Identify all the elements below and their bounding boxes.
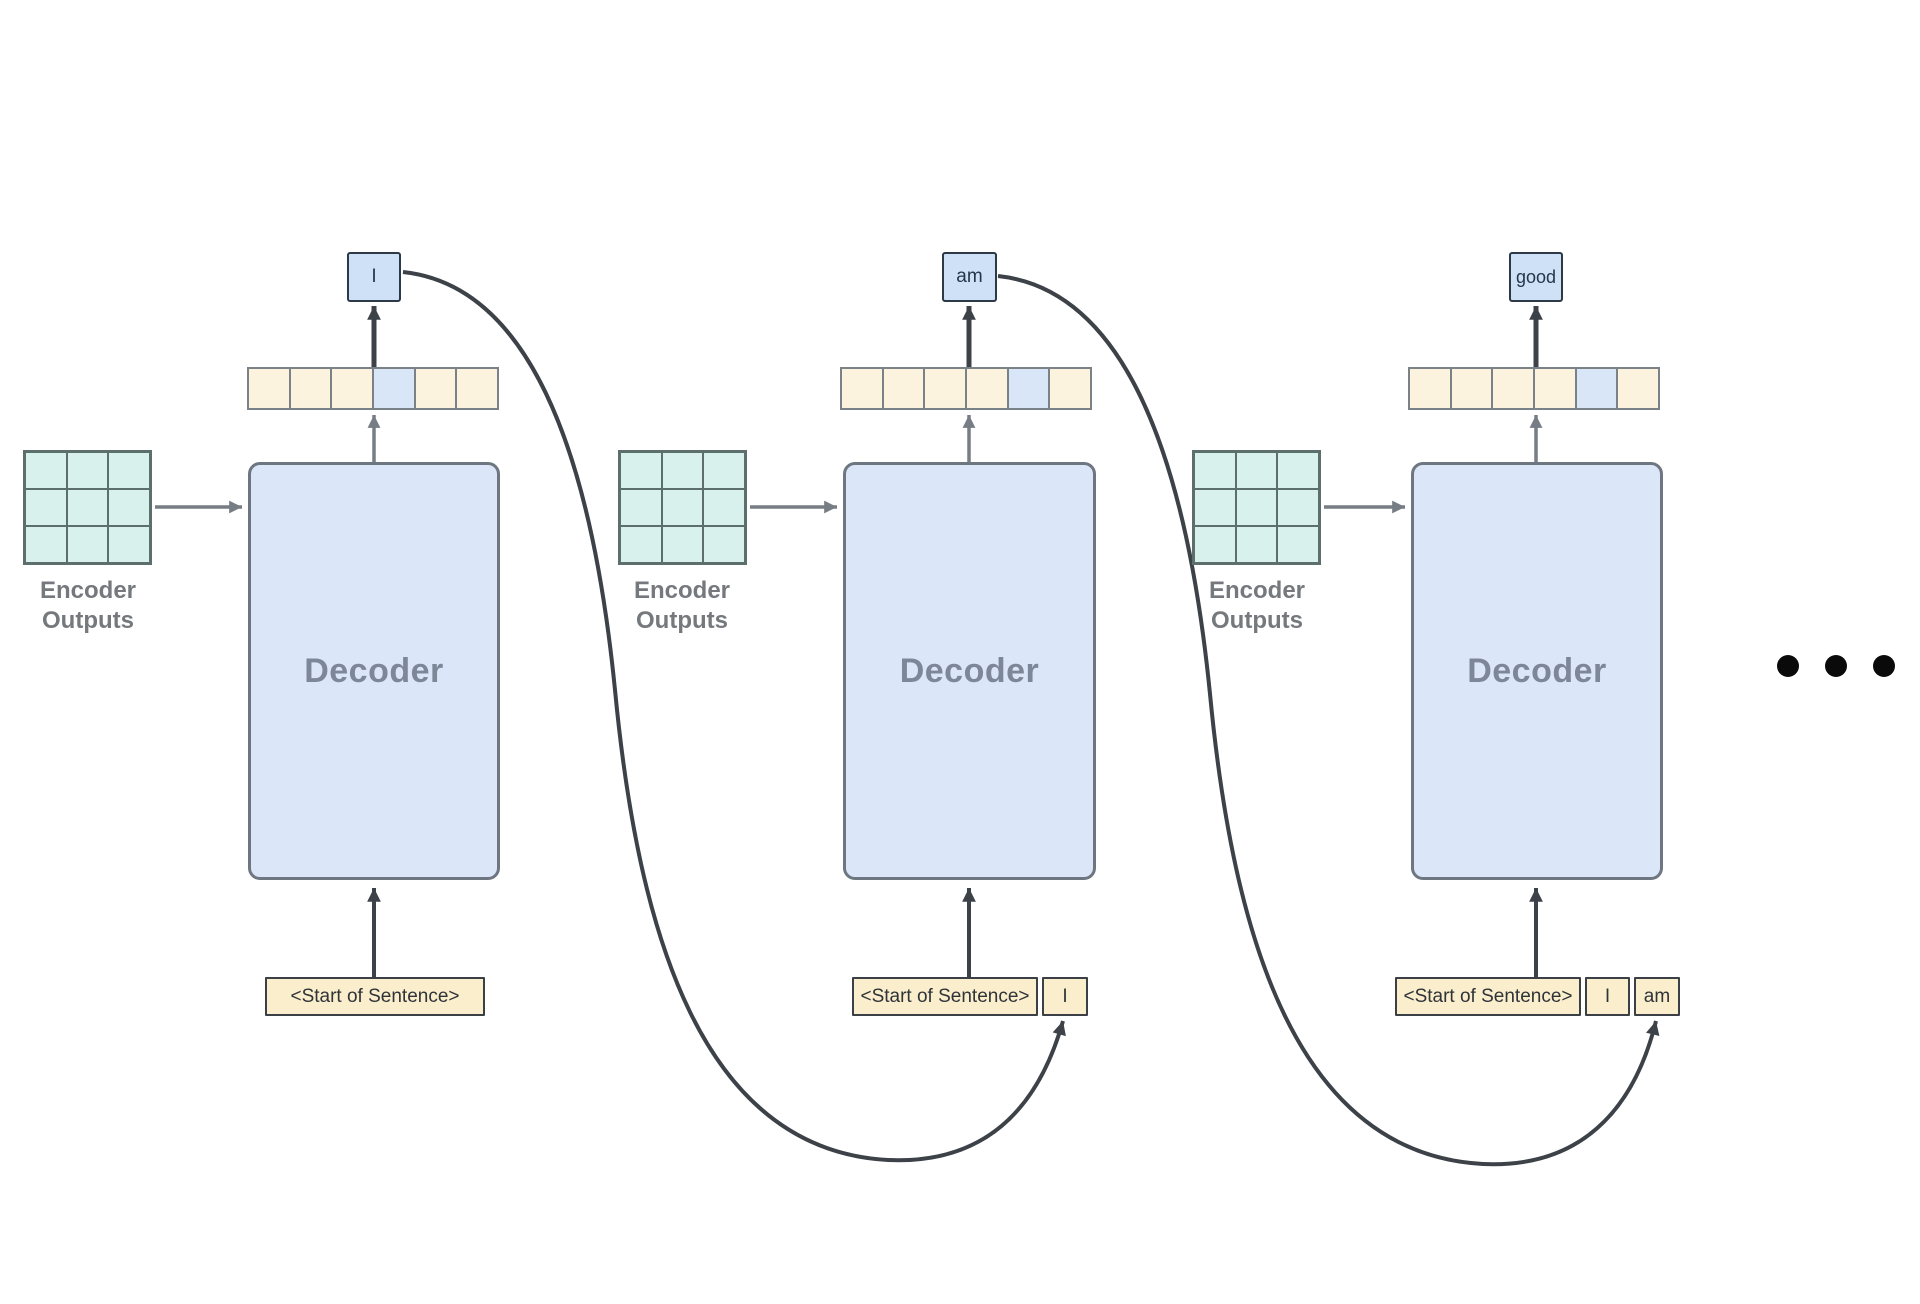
probability-cell (1491, 367, 1536, 410)
encoder-grid-cell (66, 452, 109, 489)
decoder-box: Decoder (1411, 462, 1663, 880)
encoder-grid-cell (25, 452, 67, 489)
encoder-grid-cell (620, 452, 662, 489)
probability-cell-highlighted (1574, 367, 1619, 410)
encoder-outputs-label: Encoder Outputs (8, 576, 168, 636)
decoder-label: Decoder (304, 651, 444, 690)
probability-cell (1533, 367, 1577, 410)
probability-cell (840, 367, 884, 410)
input-cell-sos: <Start of Sentence> (852, 977, 1038, 1016)
encoder-grid-cell (1194, 452, 1236, 489)
encoder-grid-cell (620, 526, 662, 563)
encoder-grid-cell (108, 526, 150, 563)
output-token-label: am (956, 266, 983, 287)
probability-row (247, 367, 500, 410)
probability-cell (1616, 367, 1661, 410)
probability-row (1408, 367, 1661, 410)
encoder-outputs-label-line2: Outputs (636, 607, 728, 634)
encoder-outputs-label-line2: Outputs (1211, 607, 1303, 634)
ellipsis-dot (1873, 655, 1895, 677)
decoder-box: Decoder (843, 462, 1096, 880)
encoder-grid-cell (1194, 526, 1236, 563)
encoder-grid-cell (661, 452, 704, 489)
output-token-label: I (371, 266, 377, 287)
encoder-grid-cell (66, 526, 109, 563)
output-token-box: I (347, 252, 401, 302)
probability-cell-highlighted (1006, 367, 1051, 410)
output-token-box: good (1509, 252, 1563, 302)
probability-row (840, 367, 1093, 410)
encoder-outputs-label-line1: Encoder (1208, 577, 1306, 604)
encoder-outputs-label-line1: Encoder (633, 577, 731, 604)
ellipsis-dot (1777, 655, 1799, 677)
probability-cell (965, 367, 1009, 410)
encoder-grid-cell (703, 489, 745, 526)
probability-cell (923, 367, 968, 410)
encoder-grid-cell (661, 526, 704, 563)
encoder-outputs-label: Encoder Outputs (1177, 576, 1337, 636)
encoder-grid-cell (1277, 452, 1319, 489)
encoder-grid-cell (1194, 489, 1236, 526)
probability-cell (247, 367, 291, 410)
probability-cell (1408, 367, 1452, 410)
probability-cell-highlighted (372, 367, 416, 410)
input-cell-token: am (1634, 977, 1680, 1016)
encoder-grid-cell (25, 526, 67, 563)
probability-cell (1048, 367, 1093, 410)
encoder-outputs-grid (23, 450, 152, 565)
input-cell-token: I (1042, 977, 1088, 1016)
encoder-grid-cell (108, 452, 150, 489)
encoder-grid-cell (1235, 489, 1278, 526)
encoder-grid-cell (661, 489, 704, 526)
decoder-box: Decoder (248, 462, 500, 880)
encoder-grid-cell (108, 489, 150, 526)
input-cell-token: I (1585, 977, 1630, 1016)
input-sequence-box: <Start of Sentence> I (852, 977, 1088, 1016)
decoder-label: Decoder (1467, 651, 1607, 690)
encoder-grid-cell (1235, 526, 1278, 563)
decoder-label: Decoder (899, 651, 1040, 690)
encoder-outputs-label-line2: Outputs (42, 607, 134, 634)
input-cell-sos: <Start of Sentence> (1395, 977, 1581, 1016)
encoder-outputs-label: Encoder Outputs (602, 576, 762, 636)
encoder-grid-cell (25, 489, 67, 526)
input-sequence-box: <Start of Sentence> (265, 977, 485, 1016)
encoder-grid-cell (703, 526, 745, 563)
probability-cell (881, 367, 926, 410)
probability-cell (288, 367, 333, 410)
encoder-outputs-grid (1192, 450, 1321, 565)
ellipsis-dot (1825, 655, 1847, 677)
input-cell-sos: <Start of Sentence> (265, 977, 485, 1016)
encoder-grid-cell (1277, 526, 1319, 563)
input-sequence-box: <Start of Sentence> I am (1395, 977, 1680, 1016)
encoder-grid-cell (1277, 489, 1319, 526)
probability-cell (455, 367, 500, 410)
encoder-outputs-grid (618, 450, 747, 565)
probability-cell (413, 367, 458, 410)
output-token-label: good (1515, 266, 1557, 287)
probability-cell (330, 367, 375, 410)
output-token-box: am (942, 252, 997, 302)
encoder-outputs-label-line1: Encoder (39, 577, 137, 604)
encoder-grid-cell (66, 489, 109, 526)
encoder-grid-cell (703, 452, 745, 489)
encoder-grid-cell (620, 489, 662, 526)
encoder-grid-cell (1235, 452, 1278, 489)
probability-cell (1449, 367, 1494, 410)
